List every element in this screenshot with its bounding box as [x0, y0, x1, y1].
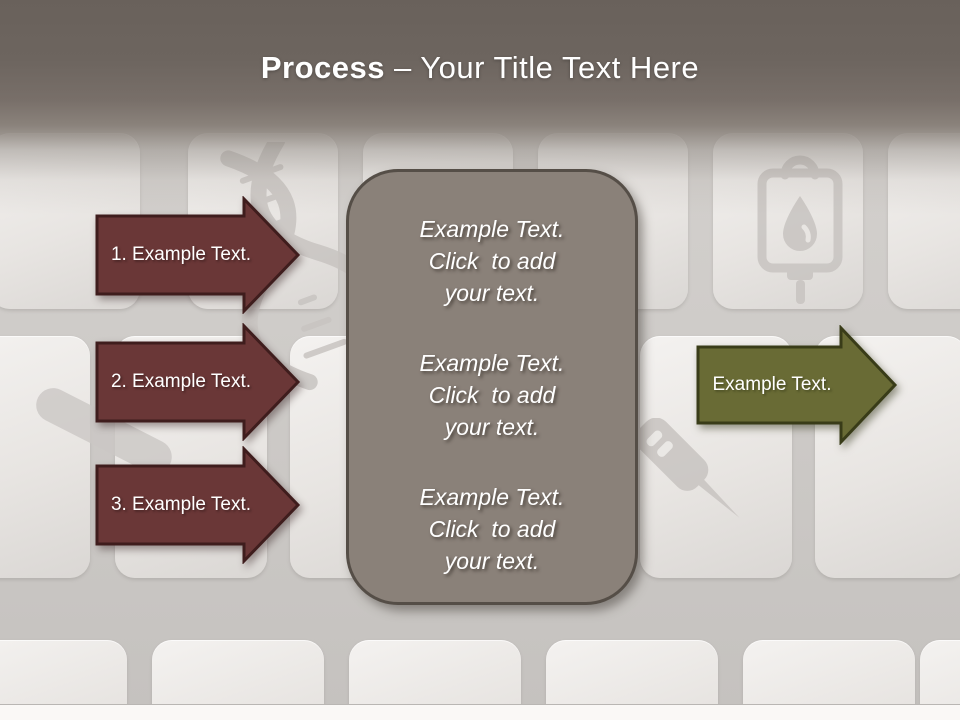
result-arrow-label: Example Text.	[712, 374, 832, 395]
result-arrow: Example Text.	[696, 325, 898, 445]
box-text-line: your text.	[444, 280, 540, 306]
keyboard-key	[888, 133, 960, 309]
step-arrow-label: 3. Example Text.	[110, 494, 252, 515]
text-block-3: Example Text. Click to add your text.	[359, 481, 625, 577]
syringe-icon	[635, 418, 740, 518]
text-block-2: Example Text. Click to add your text.	[359, 347, 625, 443]
result-arrow-shape	[696, 325, 898, 445]
title-text: – Your Title Text Here	[394, 50, 700, 85]
step-arrow-1: 1. Example Text.	[95, 196, 301, 314]
step-arrow-label: 1. Example Text.	[110, 244, 252, 265]
iv-bag-icon	[757, 155, 843, 304]
box-text-line: your text.	[444, 414, 540, 440]
slide-title: Process– Your Title Text Here	[0, 50, 960, 86]
box-text-line: Click to add	[428, 382, 556, 408]
keyboard-key	[0, 336, 90, 578]
box-text-line: Example Text.	[419, 484, 565, 510]
step-arrow-label: 2. Example Text.	[110, 371, 252, 392]
box-text-line: Example Text.	[419, 350, 565, 376]
title-emphasis: Process	[260, 50, 386, 85]
text-block-1: Example Text. Click to add your text.	[359, 213, 625, 309]
step-arrow-shape	[95, 323, 301, 441]
step-arrow-2: 2. Example Text.	[95, 323, 301, 441]
step-arrow-3: 3. Example Text.	[95, 446, 301, 564]
box-text-line: your text.	[444, 548, 540, 574]
box-text-line: Click to add	[428, 516, 556, 542]
step-arrow-shape	[95, 446, 301, 564]
box-text-line: Click to add	[428, 248, 556, 274]
step-arrow-shape	[95, 196, 301, 314]
bottom-strip	[0, 704, 960, 720]
box-text-line: Example Text.	[419, 216, 565, 242]
process-description-box: Example Text. Click to add your text. Ex…	[346, 169, 638, 605]
